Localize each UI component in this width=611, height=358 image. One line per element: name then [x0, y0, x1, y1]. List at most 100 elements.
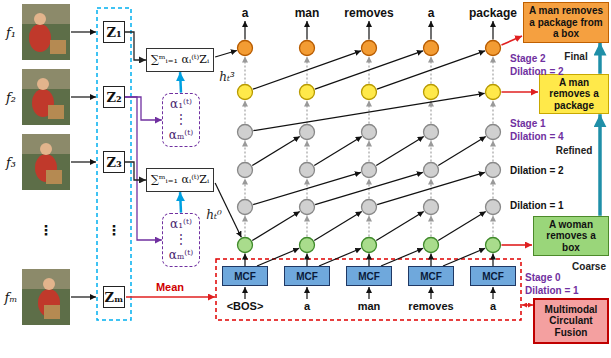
node-text: ∑ᵐᵢ₌₁ αᵢ⁽ᵗ⁾Zᵢ [151, 173, 209, 187]
hidden-unit [238, 238, 253, 253]
node-text: MCF [420, 271, 442, 282]
frame-arrow [71, 161, 96, 162]
mcf-box: MCF [470, 266, 516, 286]
dilation-label: Dilation = 1 [525, 285, 579, 296]
stage-output-arrow [502, 36, 523, 45]
dilated-conv-link [252, 211, 300, 240]
residual-link [244, 57, 245, 84]
video-frame [22, 69, 70, 125]
feature-box: Z₁ [103, 21, 125, 43]
node-text: A man removes a package from a box [527, 5, 605, 40]
connector-arrow [598, 43, 602, 74]
attention-weights-box: α₁⁽ᵗ⁾⋮αₘ⁽ᵗ⁾ [162, 213, 200, 268]
stage-output-label: Final [564, 51, 587, 62]
hidden-unit [238, 125, 253, 140]
hidden-unit [238, 85, 253, 100]
frame-label: f₁ [6, 25, 16, 40]
dilation-label: Dilation = 4 [510, 131, 564, 142]
person-head [40, 143, 52, 155]
residual-link [430, 101, 431, 124]
node-text: MCF [482, 271, 504, 282]
input-link [306, 287, 307, 299]
final-caption-box: A man removes a package from a box [523, 2, 609, 43]
hidden-unit [362, 200, 377, 215]
mcf-box: MCF [284, 266, 330, 286]
dilated-conv-link [438, 136, 486, 165]
frame-arrow [71, 31, 96, 32]
hidden-unit [362, 85, 377, 100]
node-text: α₁⁽ᵗ⁾ [170, 217, 192, 233]
node-text: αₘ⁽ᵗ⁾ [169, 248, 193, 264]
mcf-link [443, 248, 485, 266]
attention-weights-box: α₁⁽ᵗ⁾⋮αₘ⁽ᵗ⁾ [162, 93, 200, 148]
node-text: Z₃ [106, 155, 121, 170]
attention-sum-box: ∑ᵐᵢ₌₁ αᵢ⁽ᵗ⁾Zᵢ [146, 168, 214, 192]
frame-wall [22, 134, 70, 154]
mcf-link [257, 248, 299, 266]
frame-label: f₂ [6, 90, 16, 105]
output-word: man [295, 6, 320, 20]
hidden-unit [424, 125, 439, 140]
residual-link [430, 216, 431, 237]
dilation-label: Dilation = 2 [510, 66, 564, 77]
mcf-link [244, 254, 245, 267]
feature-group-outline [97, 8, 131, 320]
node-text: A man removes a package [543, 77, 605, 112]
connector-arrow [179, 192, 182, 212]
frame-wall [22, 269, 70, 289]
dilated-conv-link [376, 211, 424, 240]
dilated-conv-link [314, 211, 362, 240]
hidden-unit [362, 125, 377, 140]
mcf-box: MCF [346, 266, 392, 286]
video-frame [22, 134, 70, 190]
frame-label: f₃ [6, 155, 16, 170]
frame-background [22, 134, 70, 190]
hidden-state-label: hₜ³ [219, 70, 235, 84]
residual-link [492, 179, 493, 199]
output-word: a [242, 6, 249, 20]
frame-arrow [71, 296, 96, 297]
node-text: Z₂ [106, 90, 121, 105]
fusion-box: Multimodal Circulant Fusion [533, 298, 609, 345]
input-link [244, 287, 245, 299]
mcf-link [492, 254, 493, 267]
connector-arrow [125, 32, 146, 60]
hidden-unit [424, 41, 439, 56]
node-text: Zₘ [105, 290, 124, 305]
node-text: Z₁ [106, 25, 121, 40]
refined-caption-box: A man removes a package [539, 74, 609, 115]
hidden-unit [424, 85, 439, 100]
stage-output-arrow [502, 244, 533, 246]
hidden-unit [486, 41, 501, 56]
hidden-unit [486, 238, 501, 253]
hidden-unit [362, 41, 377, 56]
stage-label: Stage 1 [510, 118, 546, 129]
node-text: MCF [358, 271, 380, 282]
connector-arrow [598, 114, 602, 216]
residual-link [492, 57, 493, 84]
residual-link [492, 101, 493, 124]
residual-link [306, 141, 307, 162]
dilation-label: Dilation = 1 [510, 200, 564, 211]
hidden-unit [238, 41, 253, 56]
output-word: package [469, 6, 517, 20]
stage-label: Stage 2 [510, 53, 546, 64]
dilated-conv-link [376, 136, 424, 165]
mcf-link [430, 254, 431, 267]
person-head [37, 78, 49, 90]
hidden-unit [300, 125, 315, 140]
mcf-group-outline [216, 259, 521, 320]
input-word: man [358, 300, 381, 312]
dilated-conv-link [253, 51, 361, 89]
connector-arrow [125, 97, 162, 120]
frame-label: fₘ [5, 290, 18, 305]
input-word: <BOS> [227, 300, 264, 312]
residual-link [368, 141, 369, 162]
input-link [492, 287, 493, 299]
coarse-caption-box: A woman removes a box [533, 216, 609, 257]
package [48, 105, 64, 119]
hidden-unit [486, 163, 501, 178]
frame-wall [22, 69, 70, 89]
mcf-link [306, 254, 307, 267]
